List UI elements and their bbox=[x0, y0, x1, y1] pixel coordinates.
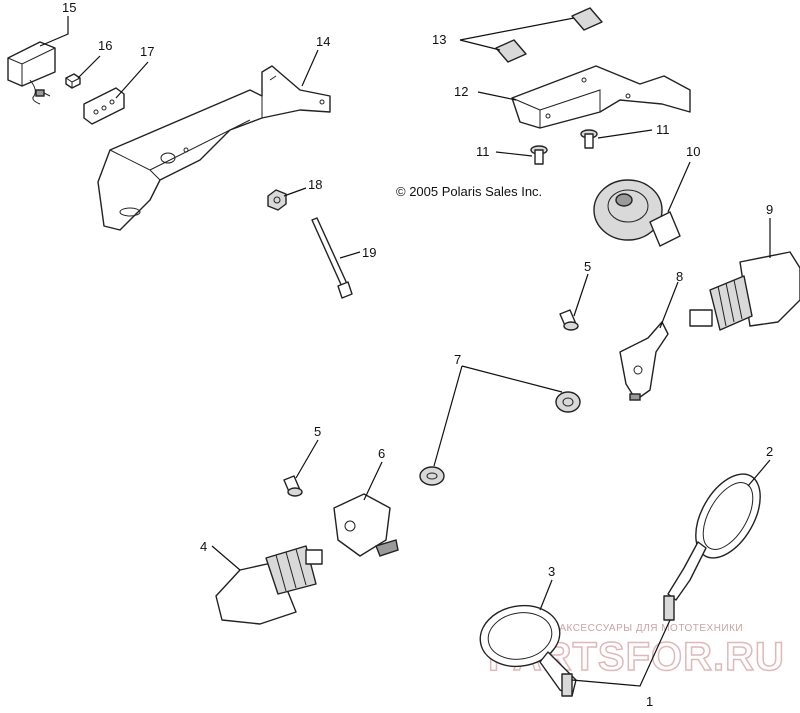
part-9-turn-signal bbox=[689, 251, 800, 331]
callout-8: 8 bbox=[676, 269, 683, 284]
part-8-mount-bracket bbox=[619, 321, 669, 401]
part-5-bolt-lower bbox=[283, 475, 303, 497]
callout-13: 13 bbox=[432, 32, 446, 47]
copyright-text: © 2005 Polaris Sales Inc. bbox=[396, 184, 542, 199]
callout-18: 18 bbox=[308, 177, 322, 192]
callout-14: 14 bbox=[316, 34, 330, 49]
part-3-mirror-left bbox=[479, 604, 577, 697]
callout-16: 16 bbox=[98, 38, 112, 53]
part-7-grommet-lower bbox=[419, 466, 445, 486]
leader-lines bbox=[39, 16, 771, 687]
callout-2: 2 bbox=[766, 444, 773, 459]
part-10-horn bbox=[593, 179, 681, 247]
callout-9: 9 bbox=[766, 202, 773, 217]
part-19-bolt bbox=[311, 217, 353, 299]
part-13-clips bbox=[495, 7, 603, 63]
part-7-grommet-upper bbox=[555, 391, 581, 413]
callout-1: 1 bbox=[646, 694, 653, 709]
part-2-mirror-right bbox=[663, 473, 761, 621]
callout-11-left: 11 bbox=[476, 144, 490, 159]
callout-11-right: 11 bbox=[656, 122, 670, 137]
callout-7: 7 bbox=[454, 352, 461, 367]
callout-12: 12 bbox=[454, 84, 468, 99]
callout-17: 17 bbox=[140, 44, 154, 59]
part-18-nut bbox=[267, 189, 287, 211]
callout-3: 3 bbox=[548, 564, 555, 579]
part-16-nut bbox=[65, 73, 81, 89]
part-6-mount-bracket bbox=[333, 493, 399, 557]
part-14-bracket bbox=[97, 65, 331, 231]
callout-6: 6 bbox=[378, 446, 385, 461]
callout-10: 10 bbox=[686, 144, 700, 159]
part-15-connector bbox=[7, 41, 56, 105]
part-17-plate bbox=[83, 87, 125, 125]
part-4-turn-signal bbox=[215, 545, 323, 625]
callout-5-lower: 5 bbox=[314, 424, 321, 439]
part-5-bolt-upper bbox=[559, 309, 579, 331]
part-12-bracket bbox=[511, 65, 691, 129]
callout-5-upper: 5 bbox=[584, 259, 591, 274]
part-11-bolt-right bbox=[580, 129, 598, 149]
callout-4: 4 bbox=[200, 539, 207, 554]
callout-15: 15 bbox=[62, 0, 76, 15]
watermark-caption: ЗАПЧАСТИ И АКСЕССУАРЫ ДЛЯ МОТОТЕХНИКИ bbox=[488, 623, 743, 634]
part-11-bolt-left bbox=[530, 145, 548, 165]
callout-19: 19 bbox=[362, 245, 376, 260]
